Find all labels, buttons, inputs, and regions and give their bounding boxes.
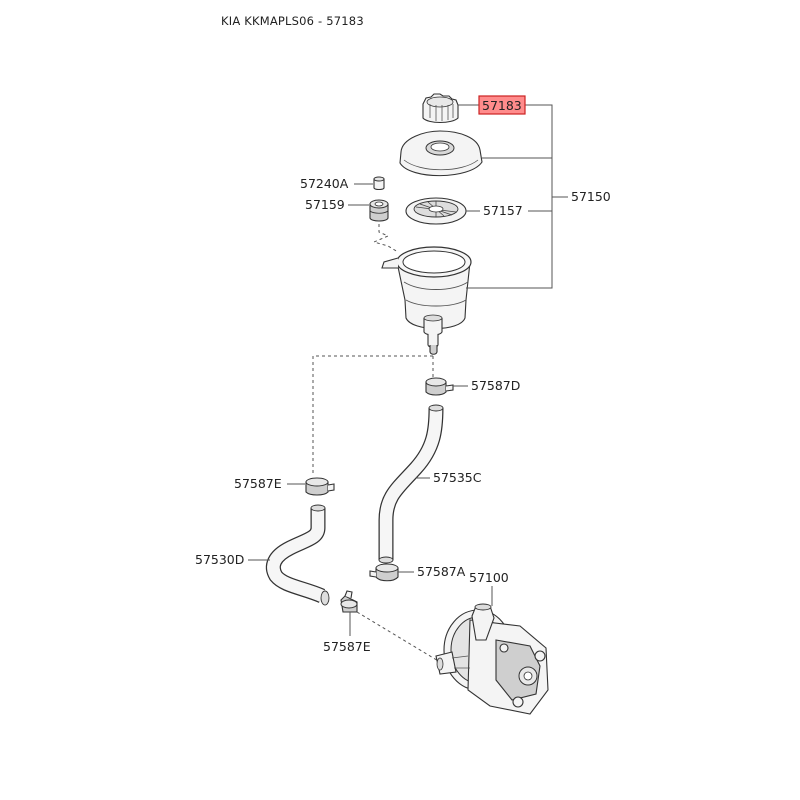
grommet-57159[interactable] — [369, 199, 389, 222]
reservoir-cover[interactable] — [399, 130, 483, 177]
part-label-57535C[interactable]: 57535C — [433, 470, 482, 485]
part-label-57157[interactable]: 57157 — [483, 203, 523, 218]
part-label-57183[interactable]: 57183 — [482, 98, 522, 113]
reservoir-outlet-link-line — [312, 355, 433, 476]
power-steering-pump-57100[interactable] — [435, 603, 549, 715]
hose-clamp-57587E-upper[interactable] — [305, 477, 335, 496]
part-label-57240A[interactable]: 57240A — [300, 176, 349, 191]
hose-57535C[interactable] — [378, 404, 444, 564]
diagram-title: KIA KKMAPLS06 - 57183 — [221, 14, 364, 28]
grommet-link-line — [372, 224, 399, 253]
pump-link-line — [356, 611, 441, 663]
hose-57530D[interactable] — [265, 504, 330, 606]
part-label-57587D[interactable]: 57587D — [471, 378, 520, 393]
hose-clamp-57587D[interactable] — [425, 377, 454, 396]
hose-clamp-57587E-lower[interactable] — [340, 590, 358, 613]
part-label-57587E-lower[interactable]: 57587E — [323, 639, 371, 654]
part-label-57100[interactable]: 57100 — [469, 570, 509, 585]
part-label-57587E-upper[interactable]: 57587E — [234, 476, 282, 491]
small-cap-57240A[interactable] — [373, 176, 385, 191]
highlight-box-57183 — [478, 95, 526, 115]
reservoir-cap-57183[interactable] — [422, 93, 459, 124]
reservoir-filter-57157[interactable] — [405, 197, 467, 225]
part-label-57150[interactable]: 57150 — [571, 189, 611, 204]
part-label-57587A[interactable]: 57587A — [417, 564, 466, 579]
part-label-57159[interactable]: 57159 — [305, 197, 345, 212]
part-label-57530D[interactable]: 57530D — [195, 552, 244, 567]
reservoir-body[interactable] — [381, 246, 472, 355]
leader-57150-bracket — [466, 104, 553, 289]
hose-clamp-57587A[interactable] — [369, 563, 399, 582]
